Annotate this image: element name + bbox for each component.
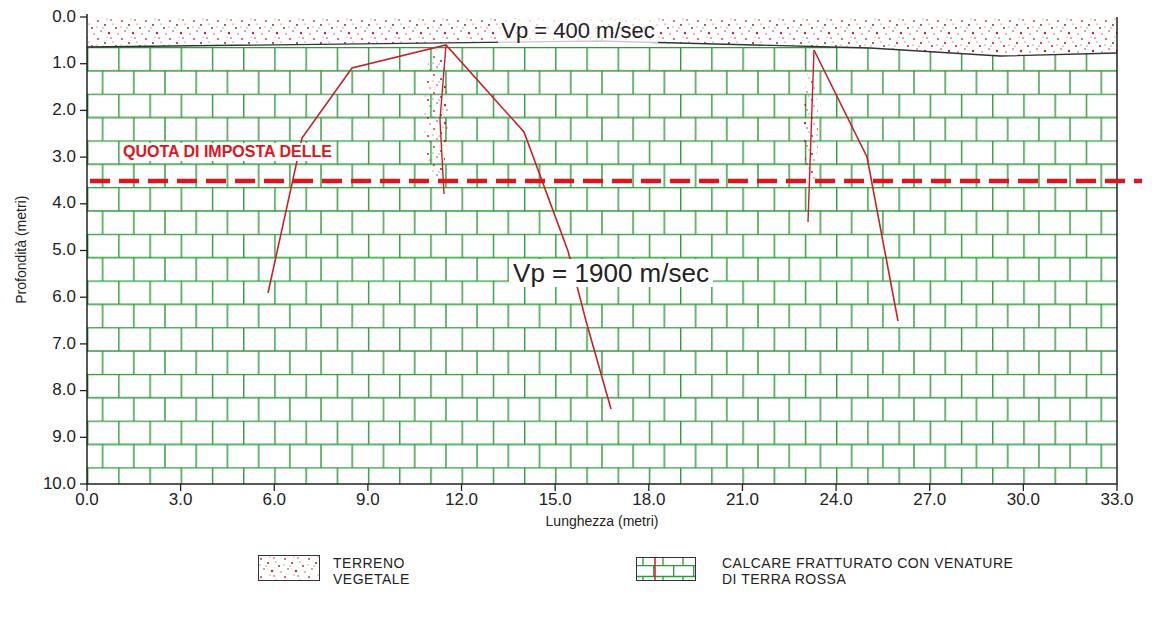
length-tick-label: 0.0	[75, 491, 99, 510]
x-tick	[555, 484, 556, 491]
x-tick	[742, 484, 743, 491]
x-tick	[86, 484, 87, 491]
depth-tick-label: 4.0	[52, 194, 76, 213]
length-tick-label: 18.0	[632, 491, 665, 510]
depth-tick-label: 2.0	[52, 101, 76, 120]
x-tick	[461, 484, 462, 491]
x-tick	[835, 484, 836, 491]
length-tick-label: 15.0	[539, 491, 572, 510]
length-tick-label: 24.0	[820, 491, 853, 510]
length-tick-label: 33.0	[1100, 491, 1133, 510]
depth-tick-label: 1.0	[52, 54, 76, 73]
y-tick	[80, 483, 87, 484]
x-tick	[648, 484, 649, 491]
y-tick	[80, 203, 87, 204]
x-tick	[1023, 484, 1024, 491]
y-tick	[80, 390, 87, 391]
foundation-level-label: QUOTA DI IMPOSTA DELLE	[121, 143, 334, 161]
y-tick	[80, 437, 87, 438]
depth-tick-label: 5.0	[52, 241, 76, 260]
y-tick	[80, 156, 87, 157]
depth-tick-label: 8.0	[52, 381, 76, 400]
y-tick	[80, 343, 87, 344]
length-tick-label: 27.0	[913, 491, 946, 510]
x-tick	[367, 484, 368, 491]
axis-title: Profondità (metri)	[14, 196, 29, 304]
stipple-sample	[259, 556, 320, 581]
depth-tick-label: 10.0	[43, 475, 76, 494]
x-tick	[180, 484, 181, 491]
length-tick-label: 12.0	[445, 491, 478, 510]
legend-sample-limestone	[636, 557, 696, 581]
brick-sample	[637, 558, 696, 581]
axis-title: Lunghezza (metri)	[546, 514, 659, 529]
depth-tick-label: 7.0	[52, 335, 76, 354]
depth-tick-label: 6.0	[52, 288, 76, 307]
x-tick	[274, 484, 275, 491]
legend-text: TERRENO VEGETALE	[333, 555, 483, 587]
y-tick	[80, 250, 87, 251]
depth-tick-label: 3.0	[52, 148, 76, 167]
velocity-label: Vp = 400 m/sec	[498, 19, 657, 43]
legend-sample-topsoil	[258, 555, 320, 581]
length-tick-label: 9.0	[356, 491, 380, 510]
y-tick	[80, 16, 87, 17]
length-tick-label: 3.0	[169, 491, 193, 510]
length-tick-label: 21.0	[726, 491, 759, 510]
length-tick-label: 30.0	[1007, 491, 1040, 510]
velocity-label: Vp = 1900 m/sec	[509, 259, 713, 288]
y-tick	[80, 63, 87, 64]
y-tick	[80, 110, 87, 111]
x-tick	[1116, 484, 1117, 491]
depth-tick-label: 9.0	[52, 428, 76, 447]
y-tick	[80, 297, 87, 298]
x-tick	[929, 484, 930, 491]
legend-text: CALCARE FRATTURATO CON VENATURE DI TERRA…	[722, 555, 1022, 587]
depth-tick-label: 0.0	[52, 8, 76, 27]
length-tick-label: 6.0	[262, 491, 286, 510]
